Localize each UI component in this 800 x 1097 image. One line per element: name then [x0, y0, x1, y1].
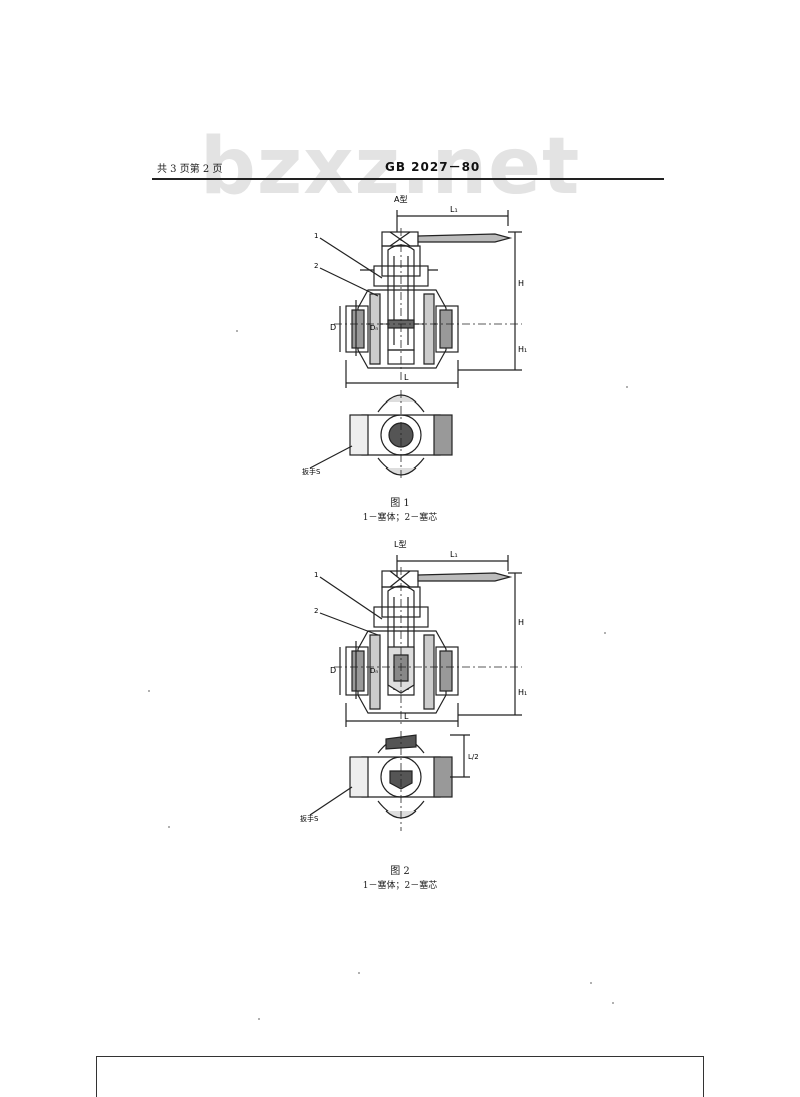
fig2-dim-d: D — [330, 666, 336, 675]
figure-1-legend: 1－塞体；2－塞芯 — [362, 513, 438, 523]
fig2-dim-h: H — [518, 618, 524, 627]
watermark: bzxz.net — [200, 122, 581, 212]
fig1-dim-dn: Dₙ — [370, 324, 378, 332]
scan-speck — [590, 982, 592, 984]
scan-speck — [626, 386, 628, 388]
fig2-part-2: 2 — [314, 607, 318, 615]
fig1-dim-d: D — [330, 323, 336, 332]
page-info: 共 3 页第 2 页 — [157, 164, 223, 175]
fig2-dim-lhalf: L/2 — [468, 753, 479, 761]
fig1-dim-l1: L₁ — [450, 205, 458, 214]
scan-speck — [612, 1002, 614, 1004]
header-rule — [152, 178, 664, 180]
scan-speck — [604, 632, 606, 634]
scan-speck — [148, 690, 150, 692]
fig2-dim-h1: H₁ — [518, 688, 527, 697]
figure-2-legend: 1－塞体；2－塞芯 — [362, 881, 438, 891]
fig2-dim-l1: L₁ — [450, 550, 458, 559]
fig1-type-label: A型 — [394, 195, 407, 204]
fig1-dim-h: H — [518, 279, 524, 288]
standard-code: GB 2027－80 — [385, 160, 481, 174]
fig1-dim-h1: H₁ — [518, 345, 527, 354]
scan-speck — [258, 1018, 260, 1020]
figure-1-caption: 图 1 — [390, 498, 410, 509]
fig1-part-2: 2 — [314, 262, 318, 270]
fig2-type-label: L型 — [394, 540, 406, 549]
figure-1-drawing: A型 L₁ H H₁ L D Dₙ 1 2 扳手S — [302, 195, 527, 480]
fig2-dim-l: L — [404, 712, 409, 721]
figure-2-caption: 图 2 — [390, 866, 410, 877]
fig2-wrench-label: 扳手S — [300, 814, 319, 823]
fig1-dim-l: L — [404, 373, 409, 382]
scan-speck — [168, 826, 170, 828]
fig1-wrench-label: 扳手S — [302, 467, 321, 476]
fig2-dim-dn: Dₙ — [370, 667, 378, 675]
scan-speck — [236, 330, 238, 332]
fig2-part-1: 1 — [314, 571, 318, 579]
scan-speck — [358, 972, 360, 974]
fig1-part-1: 1 — [314, 232, 318, 240]
footer-frame — [96, 1056, 704, 1097]
figure-2-drawing: L型 L₁ H H₁ L D Dₙ L/2 1 2 扳手S — [300, 540, 527, 831]
